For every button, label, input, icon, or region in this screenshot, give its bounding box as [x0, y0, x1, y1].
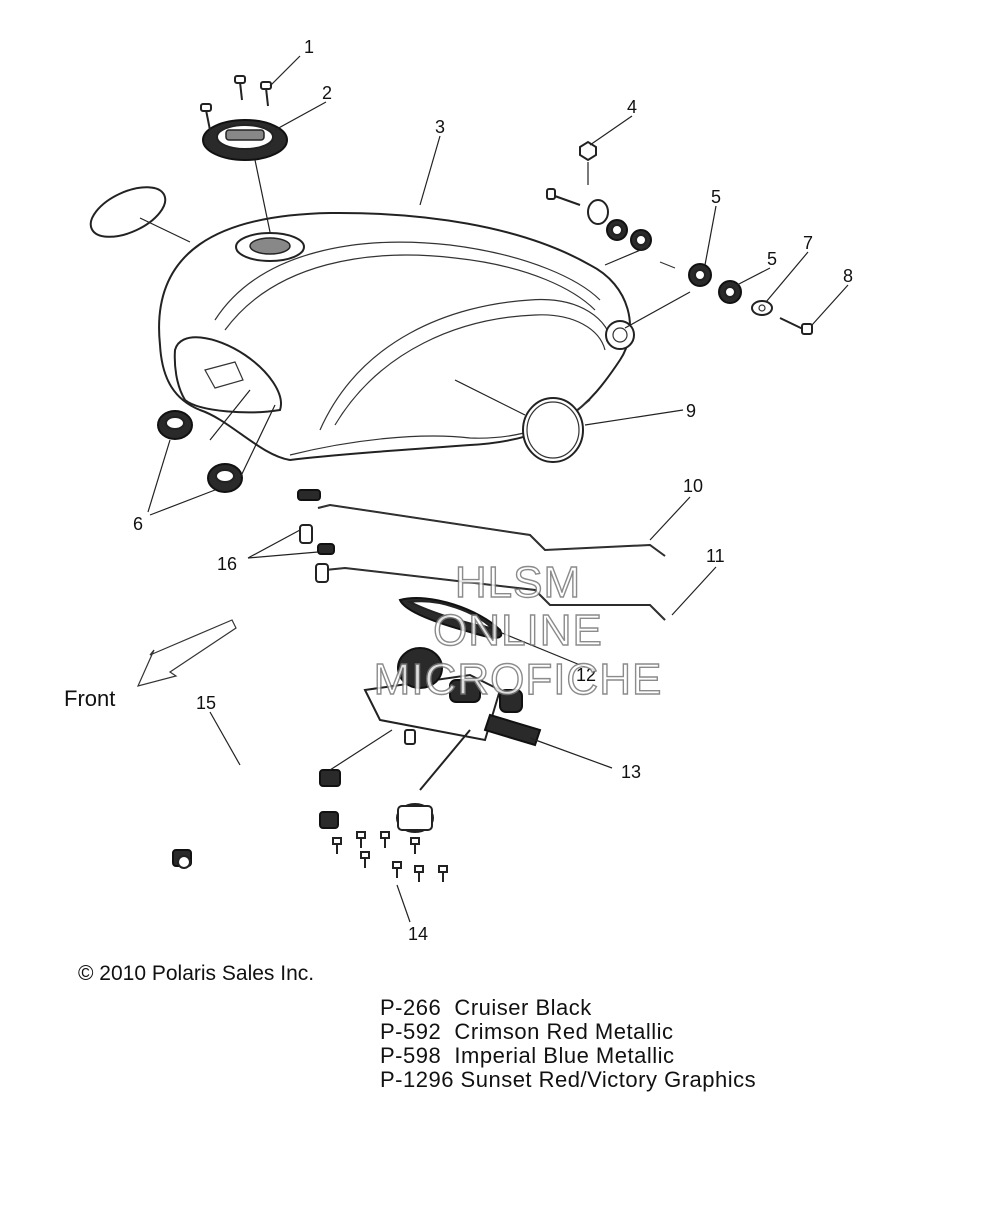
callout-5b: 5 — [767, 249, 777, 269]
callout-1: 1 — [304, 37, 314, 57]
callout-2: 2 — [322, 83, 332, 103]
front-label: Front — [64, 686, 115, 711]
callout-13: 13 — [621, 762, 641, 782]
leader-lines — [139, 55, 849, 923]
rear-mount-hardware — [659, 261, 813, 335]
color-code-item: P-1296 Sunset Red/Victory Graphics — [380, 1067, 757, 1092]
callout-3: 3 — [435, 117, 445, 137]
callout-8: 8 — [843, 266, 853, 286]
mount-bolt-assembly — [546, 140, 652, 251]
callout-7: 7 — [803, 233, 813, 253]
vent-lines — [297, 489, 666, 621]
fuel-tank — [158, 211, 635, 462]
callout-11: 11 — [706, 546, 725, 566]
callout-12: 12 — [576, 665, 596, 685]
watermark: HLSM ONLINE MICROFICHE — [373, 557, 663, 704]
color-code-item: P-598 Imperial Blue Metallic — [380, 1043, 675, 1068]
seal-ring — [522, 397, 584, 463]
watermark-line-2: ONLINE — [433, 606, 603, 655]
callout-4: 4 — [627, 97, 637, 117]
pump-screws — [332, 831, 448, 882]
fuel-cap-flange — [202, 119, 288, 161]
fuel-hose — [172, 760, 365, 869]
front-direction-arrow — [136, 619, 237, 687]
callout-10: 10 — [683, 476, 703, 496]
front-grommets — [157, 410, 243, 493]
callout-15: 15 — [196, 693, 216, 713]
copyright-notice: © 2010 Polaris Sales Inc. — [78, 962, 315, 985]
color-code-legend: P-266 Cruiser Black P-592 Crimson Red Me… — [380, 996, 756, 1092]
color-code-item: P-266 Cruiser Black — [380, 995, 592, 1020]
callout-6: 6 — [133, 514, 143, 534]
callout-9: 9 — [686, 401, 696, 421]
watermark-line-3: MICROFICHE — [374, 655, 663, 704]
callout-14: 14 — [408, 924, 428, 944]
color-code-item: P-592 Crimson Red Metallic — [380, 1019, 674, 1044]
callout-numbers: 1 2 3 4 5 5 6 7 8 9 10 11 12 13 14 15 16 — [133, 37, 853, 944]
callout-16: 16 — [217, 554, 237, 574]
fuel-pump-assembly — [363, 647, 542, 833]
cap-gasket — [89, 186, 167, 238]
cap-screws — [200, 75, 272, 131]
callout-5a: 5 — [711, 187, 721, 207]
watermark-line-1: HLSM — [455, 558, 581, 607]
